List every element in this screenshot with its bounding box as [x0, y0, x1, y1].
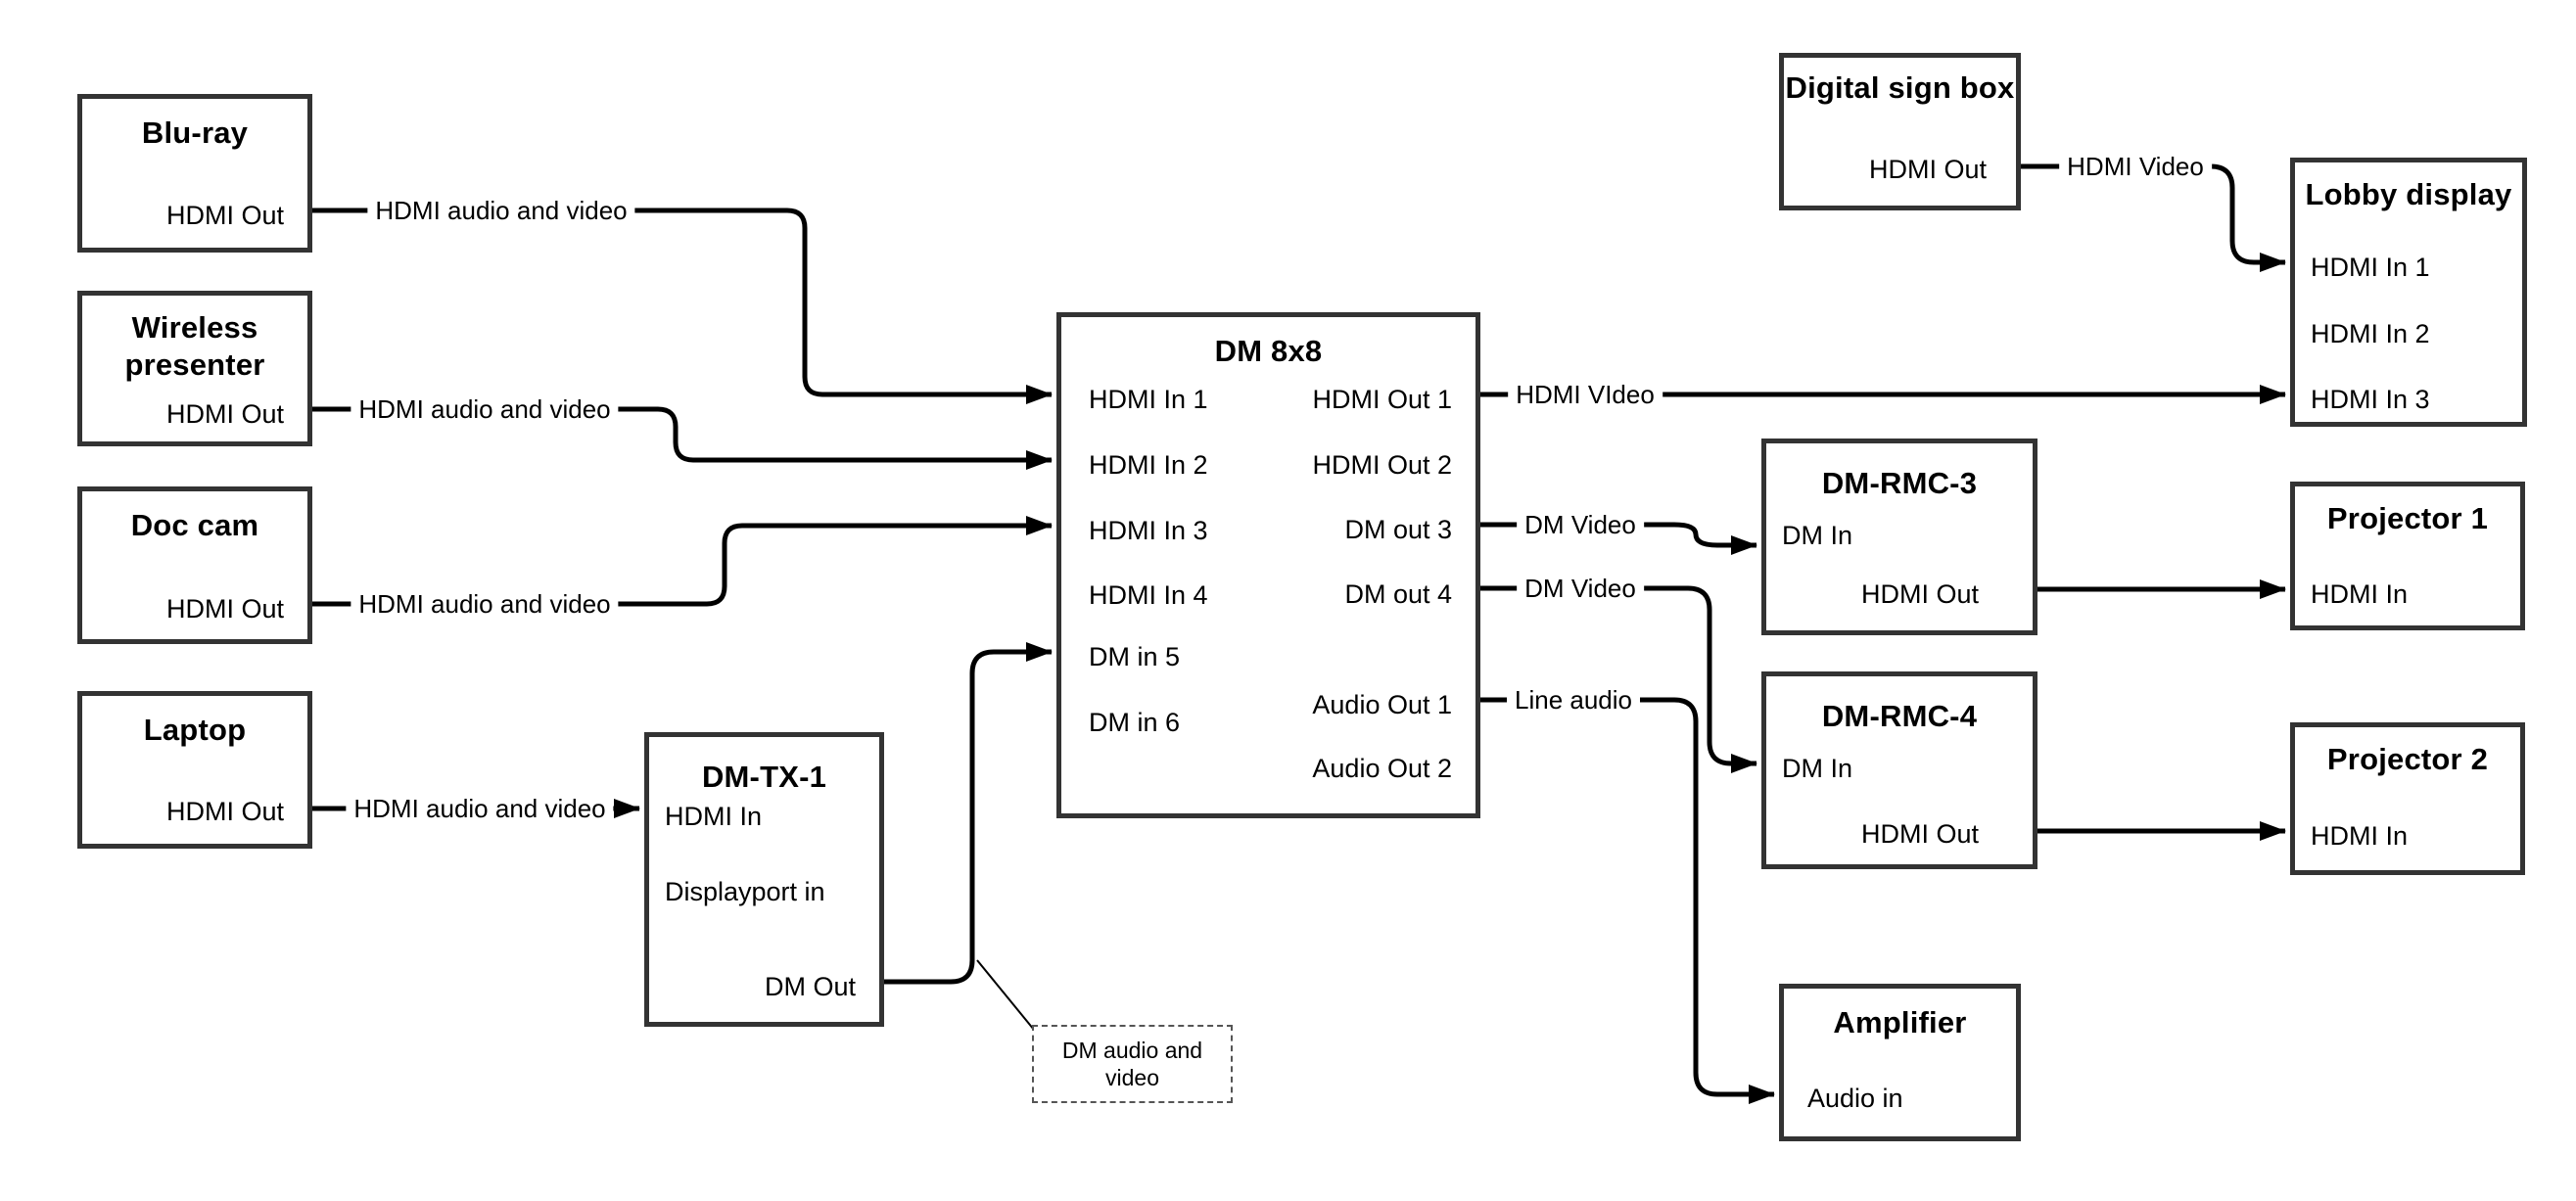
port-hdmi-out: HDMI Out [1860, 579, 1979, 609]
node-title: Wireless presenter [124, 310, 265, 382]
wire-label-hdmi-video-digitalsign: HDMI Video [2059, 150, 2212, 183]
wire-label-dm-video-out3: DM Video [1517, 508, 1644, 541]
port-dm-out-3: DM out 3 [1344, 515, 1452, 544]
node-digital-sign-box: Digital sign box HDMI Out [1779, 53, 2021, 210]
node-title: DM-TX-1 [701, 760, 827, 794]
node-title: Digital sign box [1785, 70, 2015, 105]
port-hdmi-out-1: HDMI Out 1 [1312, 385, 1452, 414]
node-title: Amplifier [1833, 1005, 1967, 1039]
port-displayport-in: Displayport in [665, 877, 825, 906]
port-dm-in: DM In [1782, 754, 1853, 783]
node-title: DM-RMC-4 [1821, 699, 1978, 733]
node-amplifier: Amplifier Audio in [1779, 984, 2021, 1141]
port-hdmi-in: HDMI In [2311, 579, 2409, 609]
port-hdmi-out: HDMI Out [165, 594, 284, 624]
port-hdmi-in: HDMI In [2311, 821, 2409, 851]
port-audio-out-1: Audio Out 1 [1312, 690, 1452, 719]
wire-label-hdmi-audio-video-3: HDMI audio and video [351, 587, 619, 621]
port-hdmi-out-2: HDMI Out 2 [1312, 450, 1452, 480]
node-title: DM 8x8 [1214, 334, 1323, 368]
port-dm-out-4: DM out 4 [1344, 579, 1452, 609]
node-doc-cam: Doc cam HDMI Out [77, 486, 312, 644]
node-wireless-presenter: Wireless presenter HDMI Out [77, 291, 312, 446]
node-dm-rmc-4: DM-RMC-4 DM In HDMI Out [1761, 671, 2037, 869]
port-hdmi-in-1: HDMI In 1 [2311, 253, 2430, 282]
port-dm-out: DM Out [764, 972, 856, 1001]
node-blu-ray: Blu-ray HDMI Out [77, 94, 312, 253]
port-hdmi-in-2: HDMI In 2 [1089, 450, 1208, 480]
port-hdmi-in-1: HDMI In 1 [1089, 385, 1208, 414]
port-hdmi-out: HDMI Out [1860, 819, 1979, 849]
port-hdmi-out: HDMI Out [165, 399, 284, 429]
port-hdmi-out: HDMI Out [165, 797, 284, 826]
node-title: Projector 1 [2326, 501, 2489, 535]
wire-label-dm-video-out4: DM Video [1517, 572, 1644, 605]
wire-label-line-audio: Line audio [1507, 683, 1640, 716]
annotation-leader-line [976, 959, 1035, 1031]
wire-label-hdmi-audio-video-4: HDMI audio and video [346, 792, 614, 825]
port-dm-in: DM In [1782, 521, 1853, 550]
node-title: Lobby display [2305, 177, 2512, 211]
node-title: Laptop [143, 713, 247, 747]
node-lobby-display: Lobby display HDMI In 1 HDMI In 2 HDMI I… [2290, 158, 2527, 427]
port-dm-in-6: DM in 6 [1089, 708, 1181, 737]
node-projector-1: Projector 1 HDMI In [2290, 482, 2525, 630]
node-title: Blu-ray [141, 115, 249, 150]
port-hdmi-out: HDMI Out [165, 201, 284, 230]
port-hdmi-out: HDMI Out [1868, 155, 1987, 184]
port-audio-out-2: Audio Out 2 [1312, 754, 1452, 783]
port-hdmi-in-3: HDMI In 3 [1089, 516, 1208, 545]
node-dm-8x8: DM 8x8 HDMI In 1 HDMI In 2 HDMI In 3 HDM… [1056, 312, 1480, 818]
node-laptop: Laptop HDMI Out [77, 691, 312, 849]
node-dm-tx-1: DM-TX-1 HDMI In Displayport in DM Out [644, 732, 884, 1027]
wire-bluray-to-hdmi-in-1 [312, 208, 1053, 404]
port-hdmi-in-2: HDMI In 2 [2311, 319, 2430, 348]
wire-label-hdmi-video-out1: HDMI VIdeo [1508, 378, 1663, 411]
wire-label-hdmi-audio-video-2: HDMI audio and video [351, 393, 619, 426]
node-title: Doc cam [130, 508, 259, 542]
port-hdmi-in-4: HDMI In 4 [1089, 580, 1208, 610]
wire-audio-out-1-to-amp [1480, 697, 1775, 1104]
wire-label-hdmi-audio-video-1: HDMI audio and video [367, 194, 635, 227]
node-dm-rmc-3: DM-RMC-3 DM In HDMI Out [1761, 439, 2037, 635]
wire-dm-out-4-to-rmc4 [1480, 585, 1757, 773]
port-hdmi-in: HDMI In [665, 802, 763, 831]
wire-dmtx1-dm-out-to-dm-in-5 [884, 642, 1053, 985]
node-title: DM-RMC-3 [1821, 466, 1978, 500]
annotation-dm-audio-and-video: DM audio and video [1032, 1025, 1233, 1103]
node-projector-2: Projector 2 HDMI In [2290, 722, 2525, 875]
port-dm-in-5: DM in 5 [1089, 642, 1181, 671]
port-audio-in: Audio in [1807, 1084, 1903, 1113]
port-hdmi-in-3: HDMI In 3 [2311, 385, 2430, 414]
node-title: Projector 2 [2326, 742, 2489, 776]
